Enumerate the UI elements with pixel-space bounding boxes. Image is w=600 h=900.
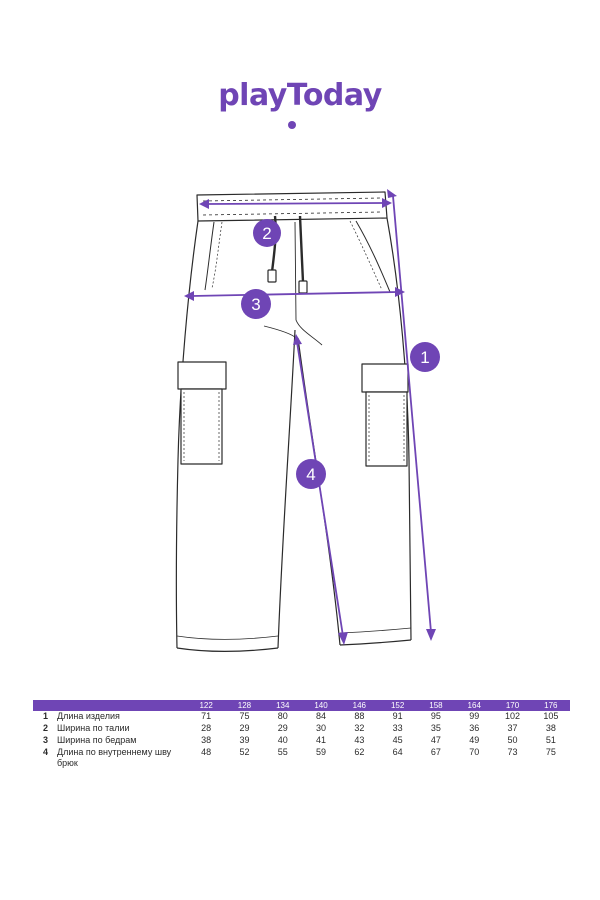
table-cell: 47: [430, 735, 441, 745]
row-label: Ширина по талии: [57, 723, 130, 733]
row-label: Ширина по бедрам: [57, 735, 137, 745]
table-cell: 36: [469, 723, 480, 733]
badge-2: 2: [253, 219, 281, 247]
table-cell: 55: [277, 747, 288, 757]
pants-outline: [175, 191, 412, 652]
size-chart-table: 122 128 134 140 146 152 158 164 170 176 …: [33, 700, 570, 769]
logo-dot: [288, 121, 296, 129]
size-header: 128: [225, 700, 264, 711]
size-header: 146: [340, 700, 379, 711]
badge-4-label: 4: [306, 465, 315, 484]
table-cell: 50: [507, 735, 518, 745]
table-cell: 73: [507, 747, 518, 757]
table-cell: 41: [316, 735, 327, 745]
badge-4: 4: [296, 459, 326, 489]
table-cell: 80: [277, 711, 288, 721]
table-cell: 33: [392, 723, 403, 733]
table-cell: 35: [430, 723, 441, 733]
header-blank: [33, 700, 57, 711]
table-cell: 48: [201, 747, 212, 757]
row-label: Длина изделия: [57, 711, 120, 721]
table-cell: 70: [469, 747, 480, 757]
table-cell: 88: [354, 711, 365, 721]
table-cell: 45: [392, 735, 403, 745]
table-row: 4 Длина по внутреннему шву брюк 48 52 55…: [33, 747, 570, 769]
table-cell: 102: [505, 711, 521, 721]
table-cell: 62: [354, 747, 365, 757]
badge-3: 3: [241, 289, 271, 319]
size-header: 170: [493, 700, 532, 711]
badge-2-label: 2: [262, 224, 271, 243]
table-row: 3 Ширина по бедрам 38 39 40 41 43 45 47 …: [33, 735, 570, 747]
table-cell: 67: [430, 747, 441, 757]
table-cell: 71: [201, 711, 212, 721]
table-cell: 91: [392, 711, 403, 721]
table-cell: 51: [545, 735, 556, 745]
table-cell: 75: [239, 711, 250, 721]
badge-3-label: 3: [251, 295, 260, 314]
table-cell: 105: [543, 711, 559, 721]
table-row: 1 Длина изделия 71 75 80 84 88 91 95 99 …: [33, 711, 570, 723]
table-cell: 29: [277, 723, 288, 733]
table-cell: 95: [430, 711, 441, 721]
table-cell: 30: [316, 723, 327, 733]
row-number: 2: [43, 723, 49, 733]
table-cell: 39: [239, 735, 250, 745]
row-number: 1: [43, 711, 49, 721]
table-cell: 99: [469, 711, 480, 721]
row-number: 4: [43, 747, 49, 757]
badge-1-label: 1: [420, 348, 429, 367]
table-cell: 28: [201, 723, 212, 733]
table-cell: 29: [239, 723, 250, 733]
table-cell: 38: [201, 735, 212, 745]
header-blank-label: [57, 700, 187, 711]
table-cell: 49: [469, 735, 480, 745]
table-cell: 43: [354, 735, 365, 745]
measurement-badges: 2 3 1 4: [241, 219, 440, 489]
table-cell: 84: [316, 711, 327, 721]
brand-logo: playToday: [218, 78, 382, 113]
table-cell: 32: [354, 723, 365, 733]
table-row: 2 Ширина по талии 28 29 29 30 32 33 35 3…: [33, 723, 570, 735]
pants-measurement-diagram: 2 3 1 4: [175, 189, 440, 652]
table-cell: 52: [239, 747, 250, 757]
size-header: 152: [378, 700, 417, 711]
table-cell: 40: [277, 735, 288, 745]
row-number: 3: [43, 735, 49, 745]
table-cell: 59: [316, 747, 327, 757]
size-header: 134: [263, 700, 302, 711]
table-cell: 64: [392, 747, 403, 757]
measurement-lines: [184, 189, 436, 645]
size-header: 164: [455, 700, 494, 711]
size-header: 158: [416, 700, 456, 711]
row-label: Длина по внутреннему шву брюк: [57, 747, 172, 768]
size-header: 140: [301, 700, 341, 711]
size-header-row: 122 128 134 140 146 152 158 164 170 176: [33, 700, 570, 711]
size-header: 176: [531, 700, 570, 711]
size-header: 122: [187, 700, 226, 711]
table-cell: 38: [545, 723, 556, 733]
table-cell: 75: [545, 747, 556, 757]
badge-1: 1: [410, 342, 440, 372]
table-cell: 37: [507, 723, 518, 733]
